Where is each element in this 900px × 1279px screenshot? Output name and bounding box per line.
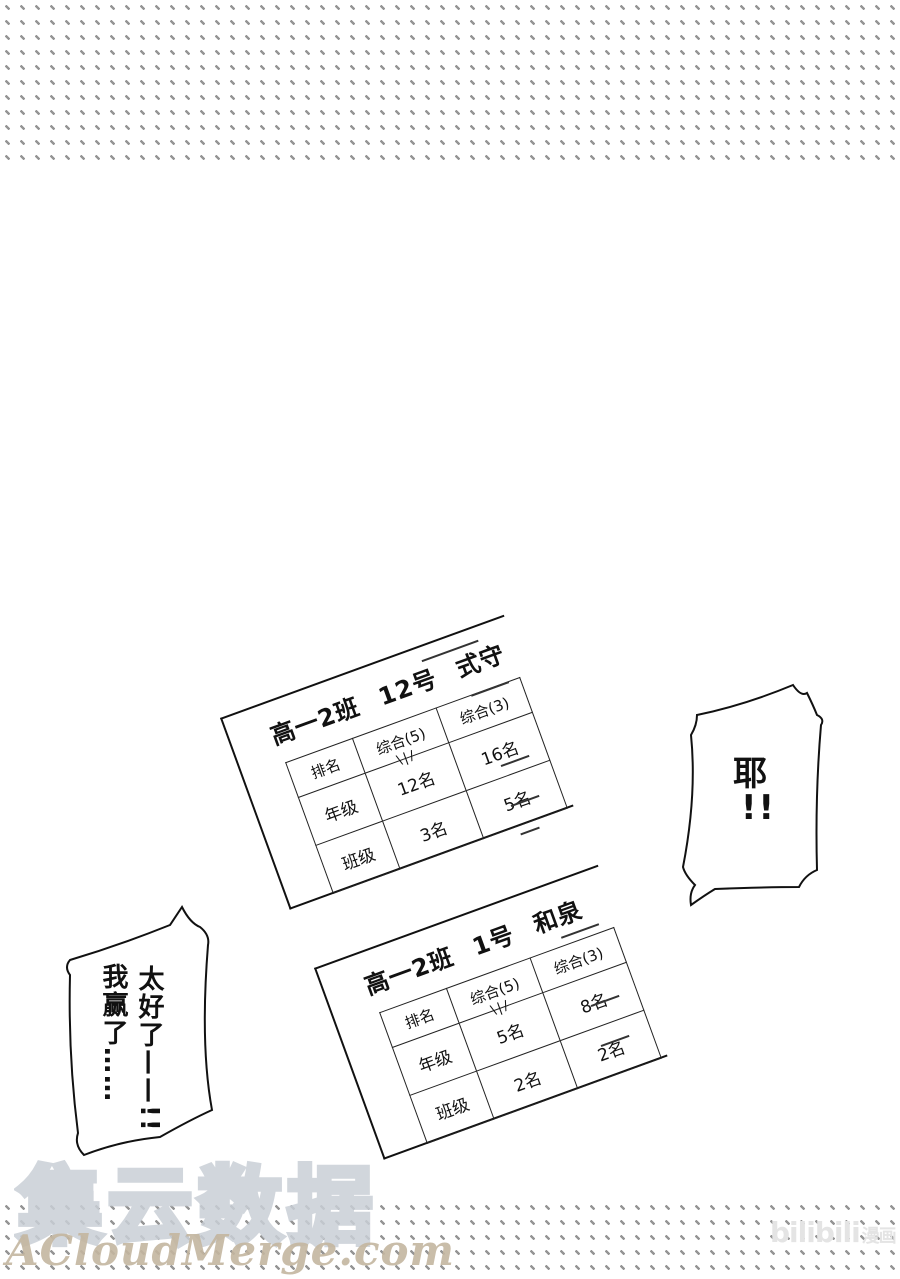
student-name: 和泉 [529, 895, 587, 940]
report-card-izumi: 高一2班1号和泉 排名 综合(5) 综合(3) 年级 5名 8名 班级 2名 2… [314, 864, 668, 1160]
speech-bubble-left: 太好了——!! 我赢了…… [60, 905, 230, 1160]
bubble-text-col2: 我赢了…… [98, 963, 128, 1103]
cross-hatch-pattern-bottom [0, 1200, 900, 1279]
manga-label: 漫画 [861, 1226, 897, 1247]
text-exclaim: !! [741, 788, 777, 828]
student-number: 1号 [468, 920, 519, 962]
student-number: 12号 [374, 664, 442, 712]
bubble-outline [66, 905, 214, 1157]
speech-bubble-right: 耶 !! [675, 675, 835, 915]
bilibili-logo-text: bilibili [770, 1216, 861, 1249]
text-ye: 耶 [733, 754, 769, 794]
bubble-text-col1: 太好了——!! [134, 965, 164, 1133]
bubble-outline [681, 683, 824, 907]
speed-line [520, 826, 540, 835]
report-card-shikimori: 高一2班12号式守 排名 综合(5) 综合(3) 年级 12名 16名 班级 3… [220, 614, 574, 910]
watermark-acloudmerge: ACloudMerge.com [6, 1226, 455, 1275]
bubble-text-ye: 耶 !! [733, 757, 776, 825]
cross-hatch-pattern-top [0, 0, 900, 168]
watermark-chinese: 集云数据 [15, 1155, 379, 1259]
